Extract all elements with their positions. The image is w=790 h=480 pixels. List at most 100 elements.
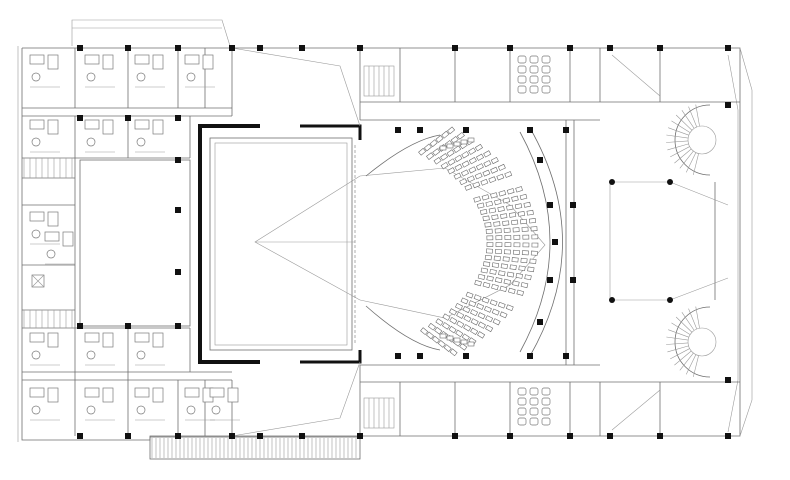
spiral-outer	[674, 139, 711, 176]
spiral-tread	[670, 348, 690, 360]
shower-fixture	[211, 405, 221, 415]
shower-fixture	[31, 137, 41, 147]
column	[552, 239, 558, 245]
seat	[482, 169, 491, 177]
shower-fixture	[136, 137, 146, 147]
toilet-fixture	[102, 119, 114, 135]
seat	[502, 220, 510, 226]
seat	[499, 285, 508, 293]
column	[357, 433, 363, 439]
column	[257, 45, 263, 51]
seat	[463, 324, 472, 332]
column	[570, 277, 576, 283]
column	[229, 45, 235, 51]
spiral-tread	[695, 306, 700, 329]
column	[175, 323, 181, 329]
lobby	[600, 48, 740, 436]
seat	[494, 199, 502, 206]
seat	[499, 311, 508, 319]
seat	[480, 267, 489, 274]
spiral-tread	[667, 345, 689, 353]
seat	[463, 314, 472, 323]
shower-fixture	[86, 72, 96, 82]
column	[125, 433, 131, 439]
seat	[426, 331, 435, 340]
spiral-tread	[692, 355, 699, 378]
spiral-tread	[681, 109, 695, 129]
seat	[491, 262, 500, 268]
toilet-fixture	[541, 65, 551, 74]
seat	[433, 156, 442, 165]
toilet-fixture	[541, 387, 551, 396]
seat	[418, 147, 427, 156]
seat	[520, 282, 529, 289]
column	[357, 45, 363, 51]
spiral-tread	[666, 140, 689, 143]
seat	[502, 197, 511, 204]
seat	[490, 192, 498, 199]
toilet-fixture	[529, 417, 539, 426]
seat	[489, 299, 498, 307]
service-rooms-bottom	[359, 364, 601, 436]
toilet-fixture	[529, 85, 539, 94]
sink-fixture	[184, 54, 200, 65]
seat	[446, 143, 454, 149]
seat	[449, 348, 458, 357]
seat	[485, 324, 494, 333]
toilet-fixture	[529, 397, 539, 406]
seat	[467, 137, 475, 143]
column	[563, 353, 569, 359]
seat	[509, 264, 517, 270]
shower-fixture	[136, 72, 146, 82]
seat	[447, 167, 456, 175]
seat	[530, 250, 538, 256]
seat	[466, 175, 475, 183]
column	[725, 45, 731, 51]
seat	[467, 341, 475, 347]
sink-fixture	[84, 54, 100, 65]
seat	[447, 158, 456, 166]
toilet-fixture	[152, 119, 164, 135]
column-round	[609, 179, 615, 185]
seat	[455, 302, 463, 311]
seat	[485, 228, 493, 234]
seat	[495, 235, 503, 241]
sink-fixture	[134, 54, 150, 65]
column	[463, 127, 469, 133]
toilet-fixture	[529, 387, 539, 396]
seat	[468, 300, 477, 308]
seat	[460, 339, 468, 345]
sink-fixture	[209, 387, 225, 398]
toilet-fixture	[529, 55, 539, 64]
seat	[461, 333, 470, 341]
toilet-fixture	[541, 417, 551, 426]
seat	[502, 256, 510, 262]
auditorium-walls	[365, 120, 575, 365]
seat	[530, 226, 538, 232]
column	[175, 269, 181, 275]
seat	[440, 153, 449, 161]
shower-fixture	[31, 405, 41, 415]
seat	[497, 301, 506, 309]
spiral-tread	[666, 134, 689, 139]
seat	[521, 250, 529, 256]
seat	[432, 148, 441, 156]
seat	[442, 313, 451, 321]
seat	[431, 335, 440, 344]
sink-fixture	[134, 387, 150, 398]
toilet-fixture	[517, 397, 527, 406]
spiral-outer	[674, 341, 711, 378]
spiral-outer	[674, 104, 711, 141]
seat	[459, 178, 468, 186]
column	[125, 115, 131, 121]
shower-fixture	[86, 405, 96, 415]
stage-walls	[198, 124, 362, 364]
seat	[516, 289, 525, 296]
rehearsal-room	[79, 159, 191, 327]
spiral-tread	[674, 350, 692, 366]
seat	[504, 171, 513, 178]
column	[527, 127, 533, 133]
seat	[497, 163, 506, 171]
shower-fixture	[86, 350, 96, 360]
seat	[503, 249, 511, 255]
